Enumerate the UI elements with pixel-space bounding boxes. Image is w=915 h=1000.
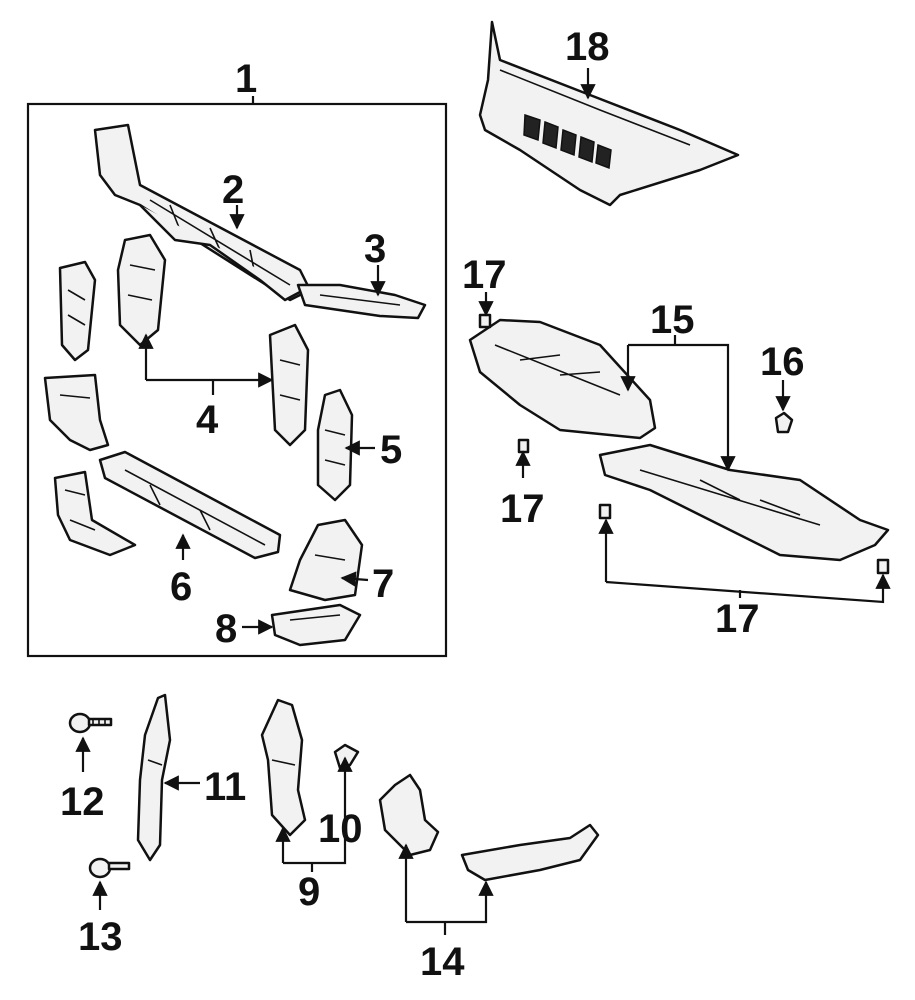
callout-5: 5 [380, 428, 402, 472]
callout-15: 15 [650, 298, 695, 342]
part-left-upper-brace [58, 260, 97, 362]
part-9-seal [260, 698, 307, 837]
part-15-lower-undercover [598, 443, 890, 562]
callout-17-bottom: 17 [715, 597, 760, 641]
callout-10: 10 [318, 807, 363, 851]
callout-1: 1 [235, 57, 257, 101]
part-3-bracket [296, 283, 427, 320]
part-left-lower-brace [43, 373, 110, 452]
callout-3: 3 [364, 227, 386, 271]
assembly-frame [26, 102, 448, 658]
callout-8: 8 [215, 607, 237, 651]
part-left-bottom-bracket [53, 470, 137, 557]
part-15-upper-undercover [468, 318, 657, 440]
callout-14: 14 [420, 940, 465, 984]
callout-11: 11 [204, 765, 246, 809]
part-17-clips [478, 313, 890, 575]
callout-2: 2 [222, 168, 244, 212]
part-11-deflector [136, 693, 172, 862]
part-14-duct [378, 773, 600, 882]
part-4-right-support [268, 323, 310, 447]
part-16-clip [774, 411, 794, 434]
part-8-bracket [270, 603, 362, 647]
callout-17-mid: 17 [500, 487, 545, 531]
callout-12: 12 [60, 780, 105, 824]
part-4-left-support [116, 233, 167, 347]
part-12-bolt [68, 712, 113, 734]
part-18-grille [478, 20, 740, 207]
callout-17-top: 17 [462, 253, 507, 297]
callout-18: 18 [565, 25, 610, 69]
part-5-side-member [316, 388, 354, 502]
part-10-clip [333, 743, 360, 770]
callout-16: 16 [760, 340, 805, 384]
callout-7: 7 [372, 562, 394, 606]
callout-4: 4 [196, 398, 219, 442]
callout-9: 9 [298, 870, 320, 914]
part-6-lower-support [98, 450, 282, 560]
part-7-bracket [288, 518, 364, 602]
callout-13: 13 [78, 915, 123, 959]
part-13-bolt [88, 857, 131, 879]
callout-6: 6 [170, 565, 192, 609]
